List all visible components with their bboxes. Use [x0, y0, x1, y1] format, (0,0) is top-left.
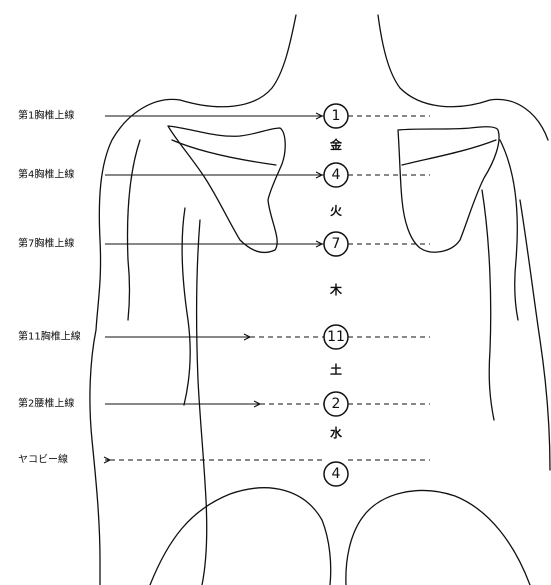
element-label: 金	[329, 137, 343, 152]
left-inner-contour	[182, 208, 190, 405]
neck-right-contour	[378, 15, 548, 140]
right-side-contour	[520, 200, 550, 470]
element-label: 水	[330, 425, 343, 440]
right-scapula-spine	[402, 140, 496, 165]
vertebra-marker-number: 2	[332, 396, 341, 412]
vertebra-marker-number: 11	[327, 329, 345, 345]
reference-line: 第11胸椎上線 11	[18, 325, 430, 349]
reference-line: 第7胸椎上線 7	[18, 232, 430, 256]
left-arm-outline	[128, 140, 141, 320]
line-label: 第7胸椎上線	[18, 237, 74, 250]
reference-lines: 第1胸椎上線 1 第4胸椎上線 4 第7胸椎上線 7 第11胸椎上線 11 第2腰椎上線 2 ヤコビ…	[18, 104, 430, 486]
right-inner-contour-lower	[482, 190, 494, 420]
right-arm-outline	[500, 140, 518, 320]
right-hip	[346, 491, 530, 585]
left-scapula-spine	[172, 140, 276, 165]
vertebra-marker-number: 1	[332, 108, 341, 124]
left-inner-contour-lower	[197, 220, 207, 585]
vertebra-marker-number: 4	[332, 167, 341, 183]
left-hip	[150, 488, 331, 585]
reference-line: ヤコビー線 4	[18, 453, 430, 487]
line-label: 第11胸椎上線	[18, 330, 81, 343]
element-label: 木	[329, 282, 343, 297]
vertebra-marker-number: 7	[332, 236, 341, 252]
neck-left-contour	[90, 15, 296, 585]
reference-line: 第4胸椎上線 4	[18, 163, 430, 187]
reference-line: 第1胸椎上線 1	[18, 104, 430, 128]
torso-outline	[90, 15, 550, 585]
element-label: 火	[330, 204, 343, 218]
vertebra-marker-number: 4	[332, 466, 341, 482]
line-label: 第1胸椎上線	[18, 109, 74, 122]
line-label: ヤコビー線	[18, 453, 68, 466]
right-scapula	[398, 127, 499, 252]
reference-line: 第2腰椎上線 2	[18, 392, 430, 416]
line-label: 第4胸椎上線	[18, 168, 74, 181]
line-label: 第2腰椎上線	[18, 397, 74, 410]
element-label: 土	[330, 362, 342, 377]
